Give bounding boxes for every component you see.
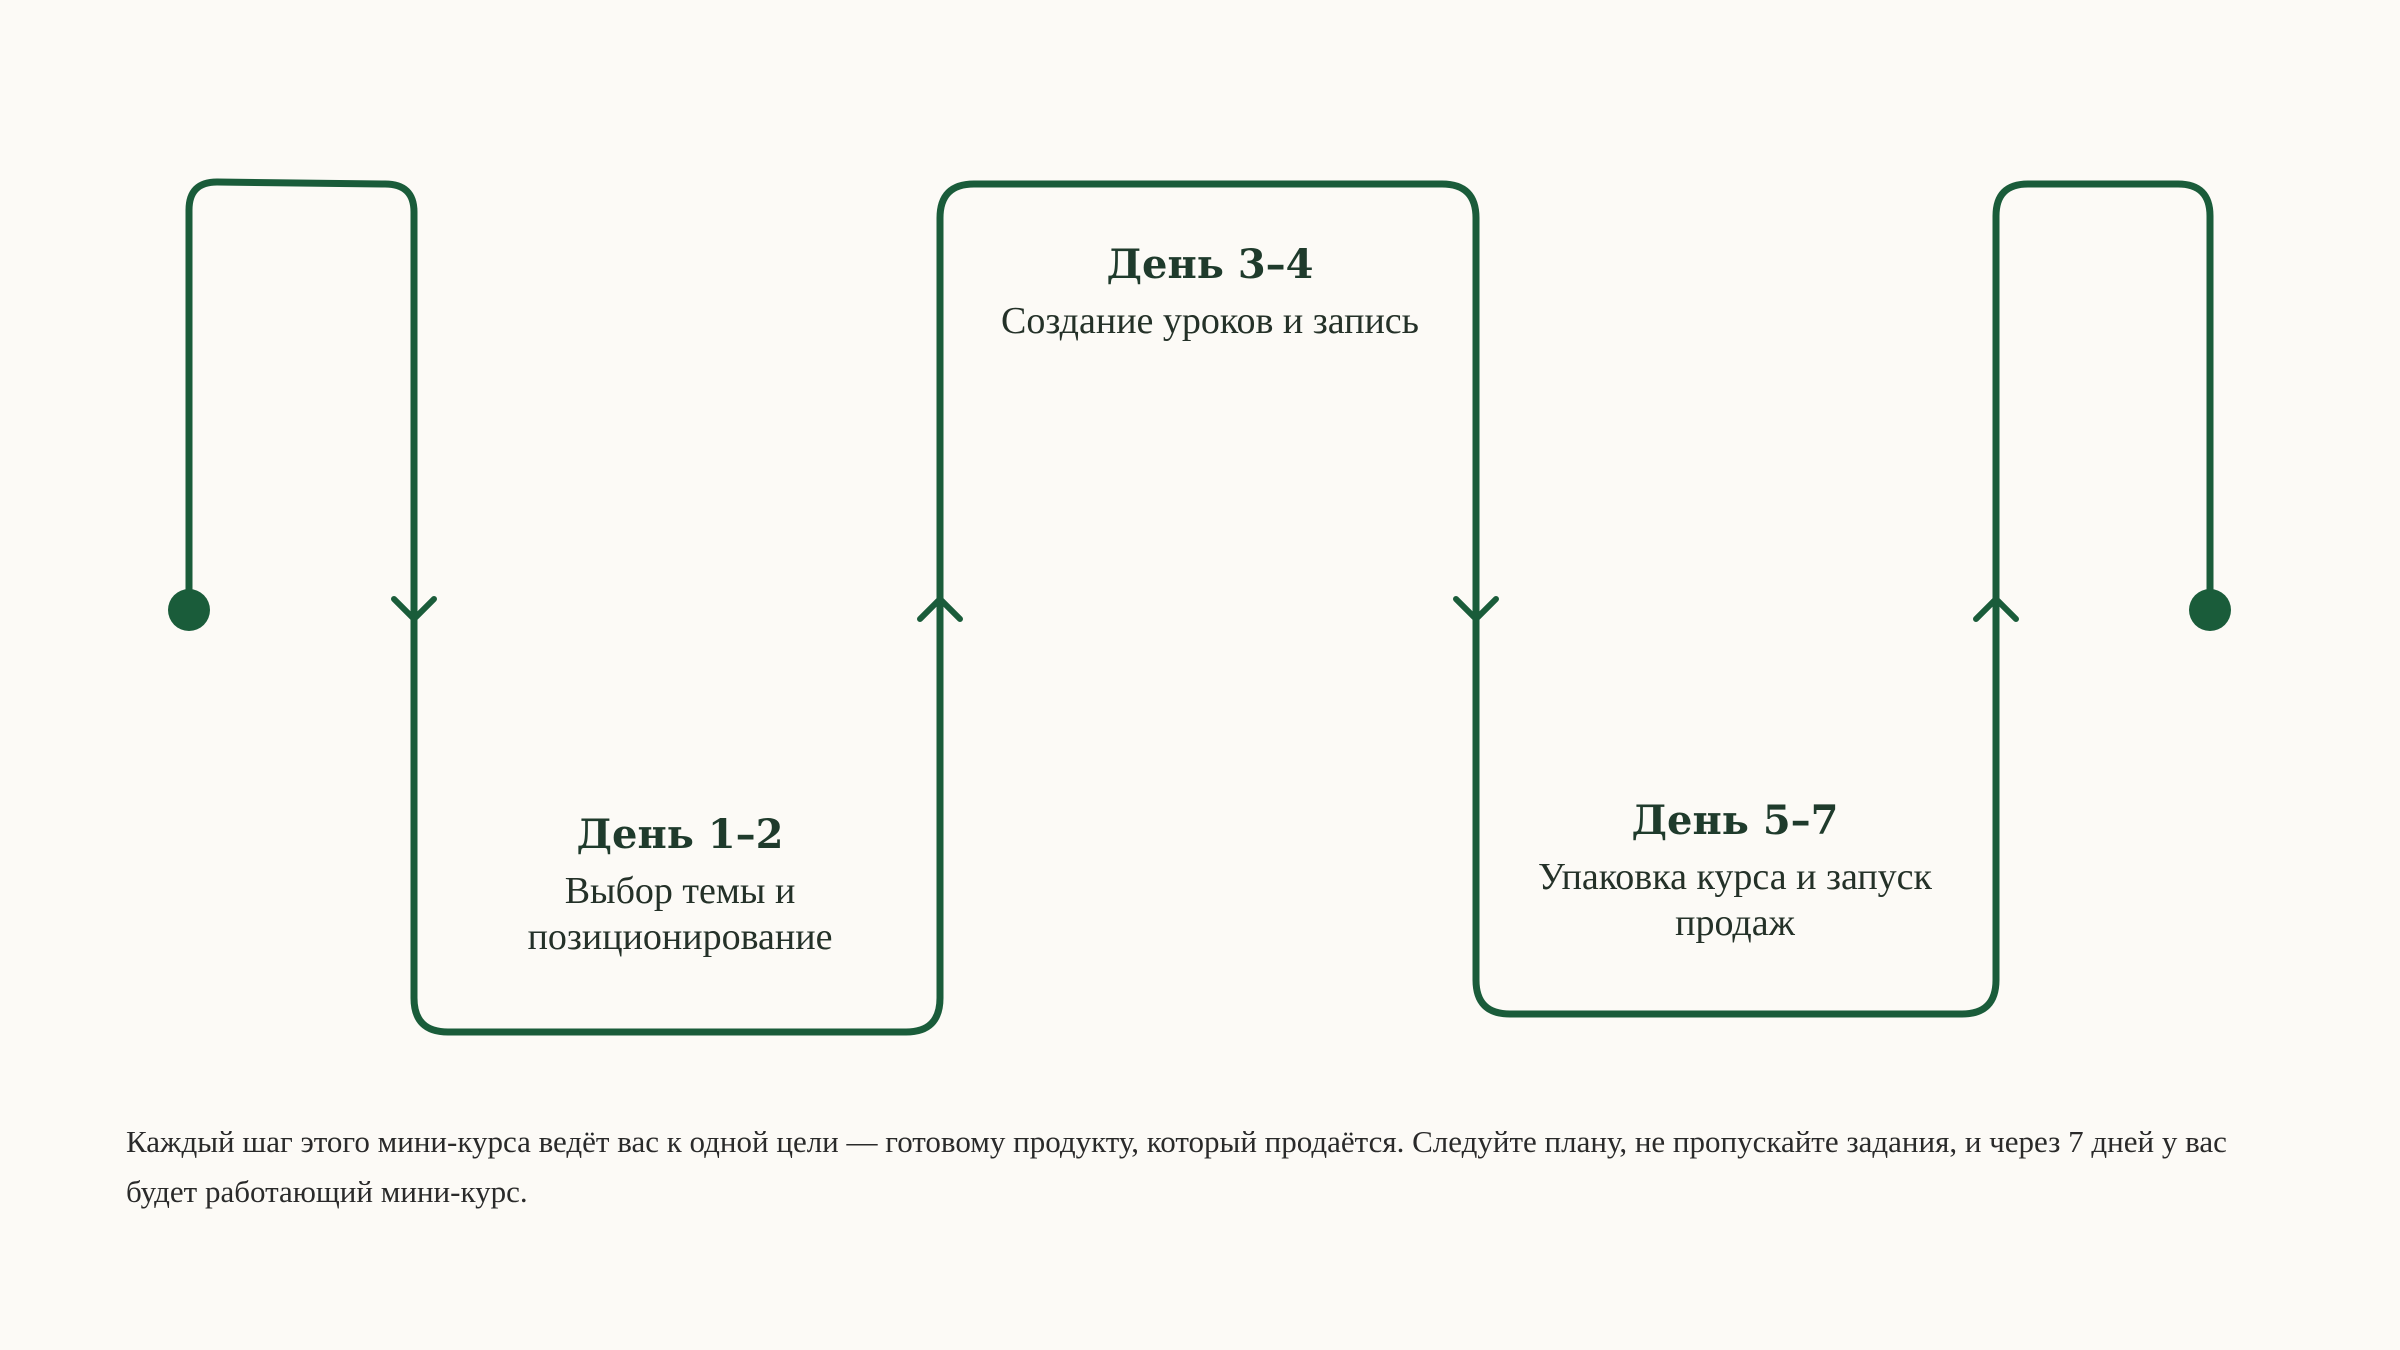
step-day-label: День 1–2 (576, 811, 784, 858)
arrow-up-icon (917, 596, 963, 622)
step-description: Выбор темы и позиционирование (527, 870, 833, 958)
step-day-label: День 3–4 (1106, 241, 1314, 288)
start-dot-icon (168, 589, 210, 631)
end-dot-icon (2189, 589, 2231, 631)
step-day-label: День 5–7 (1631, 797, 1839, 844)
step-day-5-7: День 5–7 Упаковка курса и запуск продаж (1475, 794, 1995, 946)
arrow-down-icon (1453, 596, 1499, 622)
step-day-1-2: День 1–2 Выбор темы и позиционирование (420, 808, 940, 960)
arrow-down-icon (391, 596, 437, 622)
step-day-3-4: День 3–4 Создание уроков и запись (950, 238, 1470, 344)
arrow-up-icon (1973, 596, 2019, 622)
step-description: Создание уроков и запись (1001, 300, 1419, 342)
timeline-path (185, 178, 2214, 1036)
caption-text: Каждый шаг этого мини-курса ведёт вас к … (126, 1124, 2227, 1209)
step-description: Упаковка курса и запуск продаж (1538, 856, 1932, 944)
